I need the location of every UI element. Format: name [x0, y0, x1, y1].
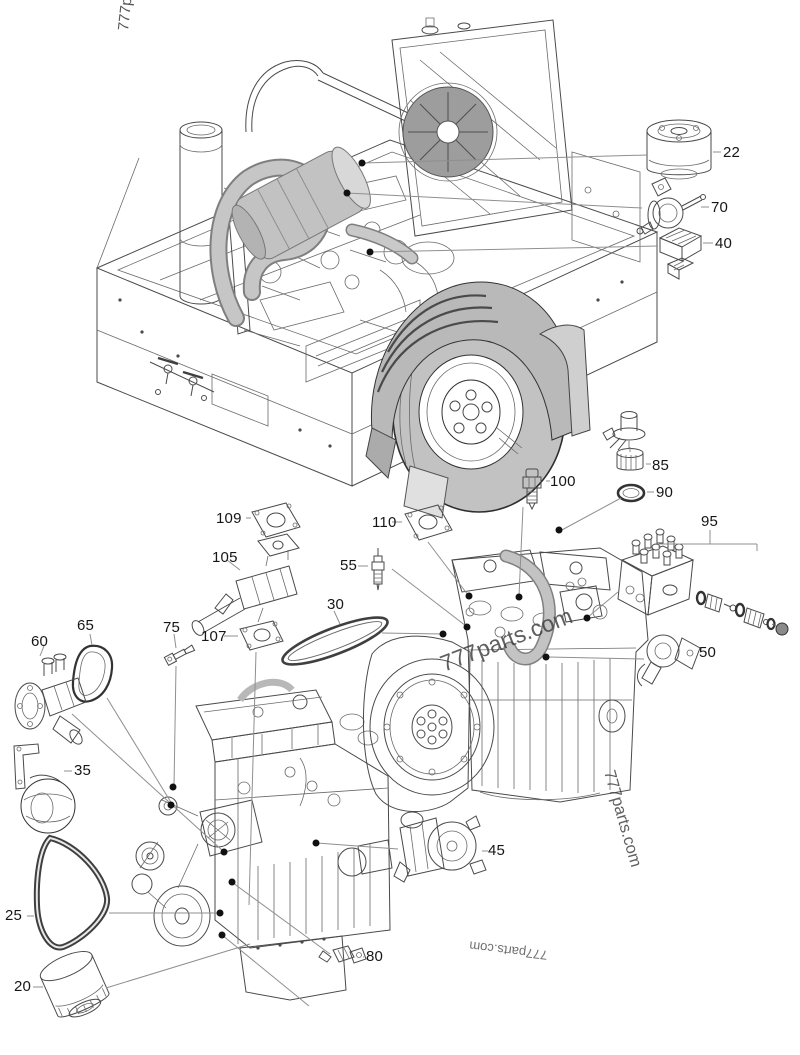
wheel [392, 317, 566, 519]
callout-107: 107 [201, 628, 227, 645]
gasket-65-icon [71, 644, 114, 703]
intake-heater-icon [191, 533, 300, 636]
filter-bracket-icon [13, 743, 76, 834]
pressure-switch-icon [318, 945, 367, 964]
callout-20: 20 [14, 978, 32, 995]
gasket-110-icon [404, 504, 453, 541]
sensor-75-icon [163, 644, 196, 667]
fan-blades [408, 92, 488, 172]
radiator [391, 17, 573, 237]
watermark-top-left: 777parts.com [115, 0, 141, 31]
watermark-center: 777parts.com [436, 602, 575, 676]
relay-icon [658, 227, 703, 280]
air-cleaner [231, 146, 371, 260]
callout-85: 85 [652, 457, 670, 474]
callout-75: 75 [163, 619, 181, 636]
callout-30: 30 [327, 596, 345, 613]
callout-109: 109 [216, 510, 242, 527]
callout-55: 55 [340, 557, 358, 574]
seal-ring-icon [616, 483, 646, 503]
callout-105: 105 [212, 549, 238, 566]
callout-50: 50 [699, 644, 717, 661]
fuel-pump-icon [636, 177, 706, 235]
watermark-right: 777parts.com [600, 768, 645, 869]
filler-neck-icon [602, 411, 646, 451]
callout-80: 80 [366, 948, 384, 965]
oil-filter-20-icon [39, 950, 110, 1018]
leader-lines [27, 151, 758, 1007]
callout-22: 22 [723, 144, 741, 161]
v-belt-25-icon [33, 834, 111, 951]
callout-60: 60 [31, 633, 49, 650]
callout-45: 45 [488, 842, 506, 859]
callout-40: 40 [715, 235, 733, 252]
callout-100: 100 [550, 473, 576, 490]
temp-sensor-icon [522, 468, 542, 511]
callout-35: 35 [74, 762, 92, 779]
callout-65: 65 [77, 617, 95, 634]
gasket-109-icon [251, 502, 301, 538]
drain-valves [149, 356, 215, 401]
connection-dots [167, 159, 591, 939]
pump-fittings-icons [695, 590, 789, 636]
starter-motor-icon [393, 811, 487, 883]
oil-filter-icon [646, 119, 712, 180]
v-belt-30-icon [281, 616, 389, 666]
callout-70: 70 [711, 199, 729, 216]
water-pump-icon [14, 653, 87, 745]
roll-bar [245, 59, 422, 133]
fender [365, 281, 591, 480]
gasket-107-icon [239, 620, 284, 651]
injection-pump-icon [617, 528, 695, 616]
thermostat-housing-icon [637, 634, 701, 687]
callout-25: 25 [5, 907, 23, 924]
callout-95: 95 [701, 513, 719, 530]
callout-110: 110 [372, 514, 397, 531]
generator-unit-illustration [95, 17, 659, 519]
watermark-bottom: 777parts.com [468, 938, 548, 962]
glow-plug-icon [371, 548, 385, 591]
left-engine-illustration [131, 678, 393, 1001]
callout-90: 90 [656, 484, 674, 501]
